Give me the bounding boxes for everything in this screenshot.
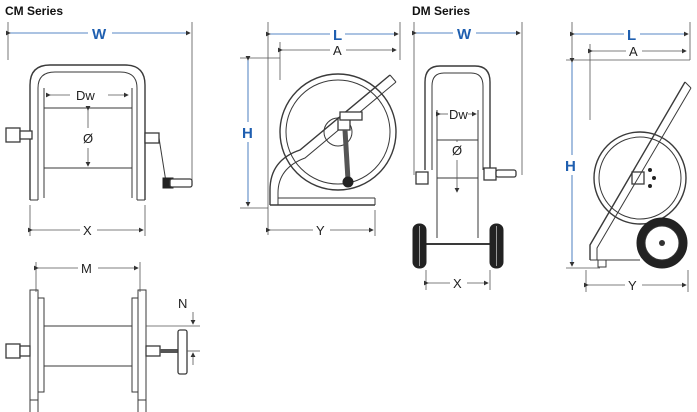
cm-n-label: N	[178, 296, 187, 311]
dm-l-label: L	[627, 27, 636, 44]
cm-l-label: L	[333, 27, 342, 44]
cm-series-title: CM Series	[5, 4, 63, 18]
cm-dw-label: Dw	[76, 88, 95, 103]
dm-side-view: L A H Y	[565, 22, 692, 293]
cm-dia-label: Ø	[83, 131, 93, 146]
cm-a-label: A	[333, 43, 342, 58]
cm-y-label: Y	[316, 223, 325, 238]
cm-front-view: CM Series W Dw Ø	[5, 4, 193, 238]
dm-front-view: DM Series W Dw Ø X	[412, 4, 523, 291]
dm-w-label: W	[457, 26, 472, 43]
dm-x-label: X	[453, 276, 462, 291]
cm-m-label: M	[81, 261, 92, 276]
cm-x-label: X	[83, 223, 92, 238]
cm-w-label: W	[92, 26, 107, 43]
cm-top-view: M N	[5, 261, 200, 412]
dm-dia-label: Ø	[452, 143, 462, 158]
cm-side-view: L A H Y	[240, 22, 401, 238]
dm-dw-label: Dw	[449, 107, 468, 122]
dm-h-label: H	[565, 158, 576, 175]
dm-y-label: Y	[628, 278, 637, 293]
dm-a-label: A	[629, 44, 638, 59]
dm-series-title: DM Series	[412, 4, 470, 18]
cm-h-label: H	[242, 125, 253, 142]
